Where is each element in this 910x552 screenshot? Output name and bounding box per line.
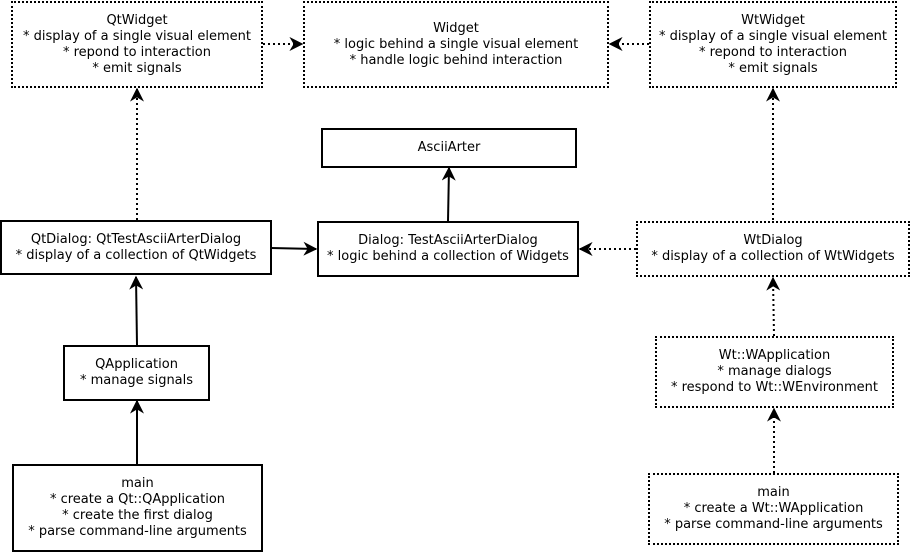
node-wapplication: Wt::WApplication* manage dialogs* respon… [655,336,894,408]
node-qtdialog: QtDialog: QtTestAsciiArterDialog* displa… [0,220,272,275]
node-qapplication: QApplication* manage signals [63,345,210,401]
node-title: QtWidget [106,12,168,28]
node-line: * create the first dialog [62,508,213,523]
node-title: QApplication [95,357,178,372]
node-title: QtDialog: QtTestAsciiArterDialog [30,231,242,247]
node-line: * display of a single visual element [23,28,251,44]
node-title: AsciiArter [417,140,481,155]
node-line: * respond to Wt::WEnvironment [670,380,879,395]
node-qtmain: main* create a Qt::QApplication* create … [12,464,263,552]
edge-dialog-to-asciiarter [441,166,456,222]
node-title: WtWidget [741,12,805,28]
node-line: * emit signals [92,60,182,76]
node-wtmain: main* create a Wt::WApplication* parse c… [648,473,899,545]
node-line: * display of a collection of WtWidgets [651,249,895,264]
node-wtwidget: WtWidget* display of a single visual ele… [649,1,897,88]
node-title: WtDialog [743,233,803,248]
edge-wapplication-to-wtdialog [766,276,781,337]
node-title: Widget [433,20,479,36]
node-line: * display of a single visual element [659,28,887,44]
edge-qapplication-to-qtdialog [129,275,144,346]
node-line: * parse command-line arguments [28,524,247,539]
node-line: * emit signals [728,60,818,76]
node-line: * display of a collection of QtWidgets [15,247,257,263]
node-line: * manage dialogs [717,364,832,379]
node-line: * handle logic behind interaction [349,52,563,68]
node-asciiarter: AsciiArter [321,128,577,168]
node-title: main [757,485,790,500]
node-widget: Widget* logic behind a single visual ele… [303,1,609,88]
node-line: * create a Wt::WApplication [683,501,864,516]
node-line: * parse command-line arguments [664,517,883,532]
node-title: Wt::WApplication [718,348,831,363]
node-qtwidget: QtWidget* display of a single visual ele… [11,1,263,88]
node-title: main [121,476,154,491]
node-title: Dialog: TestAsciiArterDialog [358,233,538,248]
node-line: * repond to interaction [62,44,211,60]
node-dialog: Dialog: TestAsciiArterDialog* logic behi… [317,221,579,277]
node-wtdialog: WtDialog* display of a collection of WtW… [636,221,910,277]
node-line: * logic behind a collection of Widgets [327,249,569,264]
node-line: * logic behind a single visual element [333,36,579,52]
node-line: * create a Qt::QApplication [49,492,226,507]
edge-qtdialog-to-dialog [270,241,318,256]
node-line: * manage signals [79,373,194,388]
node-line: * repond to interaction [698,44,847,60]
